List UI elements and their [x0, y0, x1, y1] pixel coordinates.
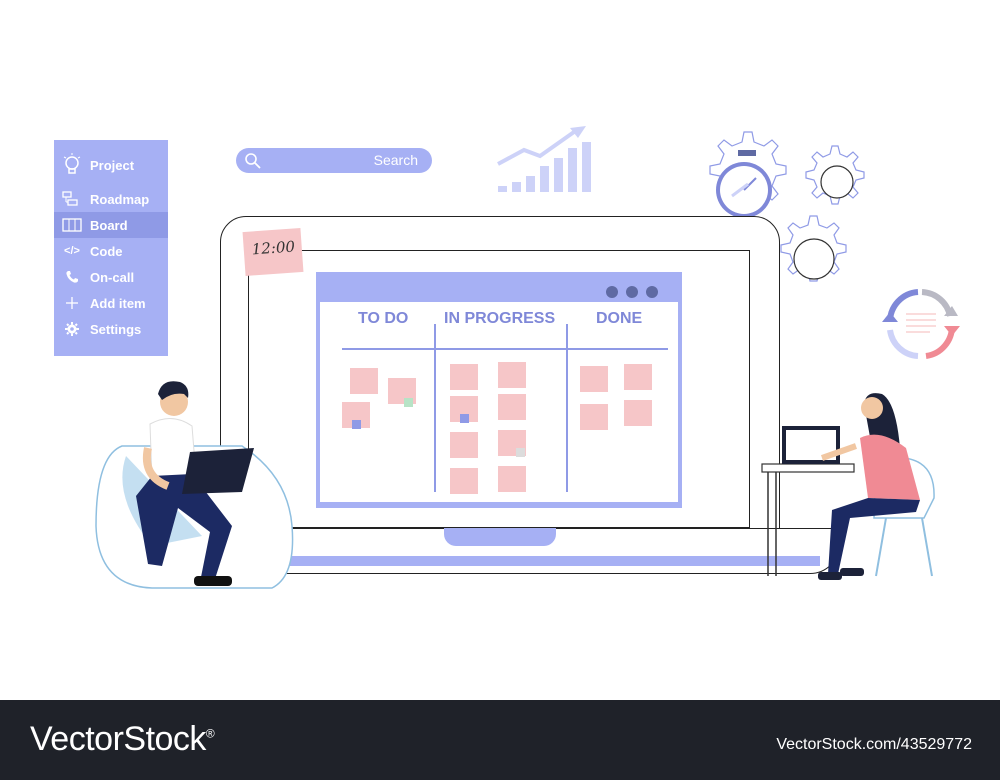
phone-icon — [61, 270, 83, 284]
window-dot[interactable] — [646, 286, 658, 298]
task-card[interactable] — [624, 400, 652, 426]
laptop-notch — [444, 528, 556, 546]
woman-at-desk-illustration — [761, 393, 935, 580]
sidebar-item-label: Code — [90, 243, 123, 259]
column-title-in-progress: IN PROGRESS — [444, 310, 556, 327]
gears-icon — [709, 131, 865, 282]
card-tag — [404, 398, 413, 407]
card-tag — [516, 448, 525, 457]
sticky-note: 12:00 — [242, 228, 304, 276]
window-dot[interactable] — [626, 286, 638, 298]
board-header-line — [342, 348, 668, 350]
sidebar-item-label: Board — [90, 217, 128, 233]
sidebar-item-label: On-call — [90, 269, 135, 285]
kanban-board-body: TO DO IN PROGRESS DONE — [320, 302, 678, 502]
task-card[interactable] — [450, 468, 478, 494]
sidebar-item-add-item[interactable]: Add item — [54, 290, 168, 316]
card-tag — [460, 414, 469, 423]
growth-chart-icon — [497, 126, 591, 192]
board-icon — [61, 218, 83, 232]
plus-icon — [61, 297, 83, 309]
column-title-todo: TO DO — [358, 310, 409, 327]
sidebar-item-project[interactable]: Project — [54, 152, 168, 178]
man-with-laptop-illustration — [95, 381, 294, 589]
sidebar-item-roadmap[interactable]: Roadmap — [54, 186, 168, 212]
cycle-arrows-icon — [882, 289, 960, 359]
laptop-base-stripe — [218, 556, 820, 566]
card-tag — [352, 420, 361, 429]
watermark-id: VectorStock.com/43529772 — [776, 736, 972, 753]
sidebar-item-settings[interactable]: Settings — [54, 316, 168, 342]
column-divider — [566, 324, 568, 492]
task-card[interactable] — [450, 432, 478, 458]
sidebar-item-label: Roadmap — [90, 191, 150, 207]
column-title-done: DONE — [596, 310, 643, 327]
task-card[interactable] — [580, 404, 608, 430]
search-bar[interactable]: Search — [236, 148, 432, 173]
task-card[interactable] — [350, 368, 378, 394]
sidebar-item-code[interactable]: </> Code — [54, 238, 168, 264]
task-card[interactable] — [450, 364, 478, 390]
code-icon: </> — [64, 245, 80, 257]
sidebar-item-label: Add item — [90, 295, 146, 311]
sidebar-item-on-call[interactable]: On-call — [54, 264, 168, 290]
search-label: Search — [373, 152, 418, 168]
kanban-board-window: TO DO IN PROGRESS DONE — [316, 272, 682, 508]
sidebar-item-board[interactable]: Board — [54, 212, 168, 238]
task-card[interactable] — [498, 466, 526, 492]
sidebar-item-label: Project — [90, 157, 135, 173]
task-card[interactable] — [498, 362, 526, 388]
task-card[interactable] — [580, 366, 608, 392]
watermark-bar: VectorStock® VectorStock.com/43529772 — [0, 700, 1000, 780]
gear-icon — [61, 322, 83, 336]
column-divider — [434, 324, 436, 492]
watermark-brand: VectorStock® — [30, 720, 215, 758]
lightbulb-icon — [61, 153, 83, 177]
sidebar-item-label: Settings — [90, 321, 142, 337]
sidebar: Project Roadmap Board </> Code On-call A… — [54, 140, 168, 356]
search-icon — [244, 152, 262, 175]
task-card[interactable] — [624, 364, 652, 390]
window-dot[interactable] — [606, 286, 618, 298]
roadmap-icon — [61, 191, 83, 207]
task-card[interactable] — [498, 394, 526, 420]
sticky-note-time: 12:00 — [251, 237, 296, 259]
